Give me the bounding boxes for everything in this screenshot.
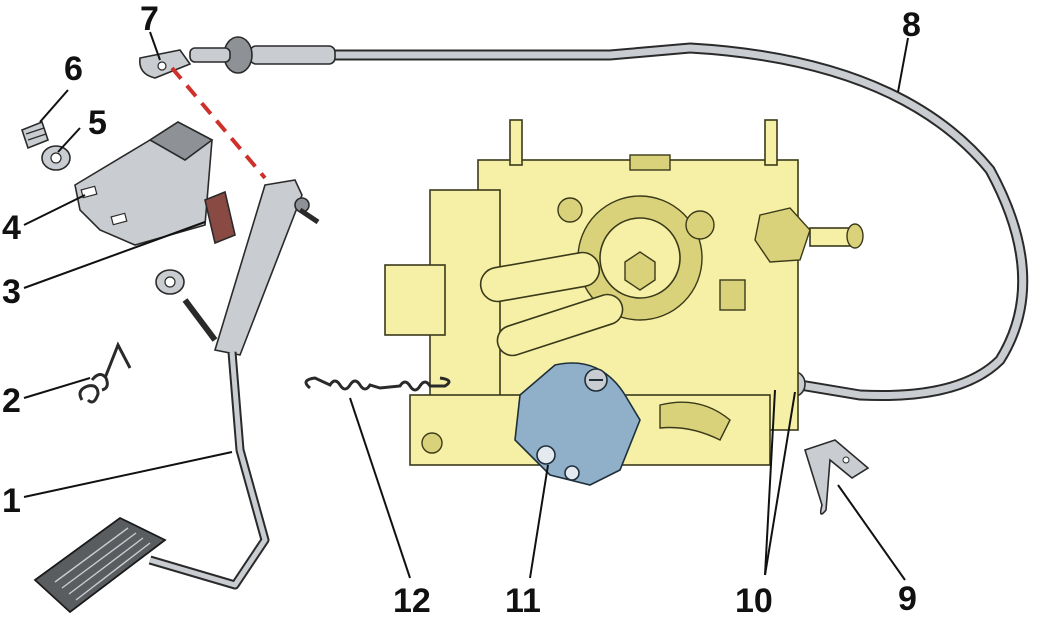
callout-12: 12 (393, 582, 431, 620)
callout-10: 10 (735, 582, 773, 620)
callout-7: 7 (140, 0, 159, 38)
carburetor (384, 119, 864, 466)
callout-4: 4 (2, 209, 21, 247)
pedal-bracket (74, 121, 214, 246)
callout-1: 1 (2, 482, 21, 520)
return-spring (304, 376, 451, 392)
callout-11: 11 (505, 582, 541, 620)
bushing-5 (41, 145, 71, 171)
accelerator-pedal (33, 179, 320, 614)
callout-8: 8 (902, 6, 921, 44)
leader-lines (23, 31, 909, 581)
dashed-link-line (170, 66, 267, 180)
throttle-sector (514, 362, 641, 486)
accelerator-cable (138, 36, 1029, 402)
callout-2: 2 (2, 382, 21, 420)
callout-9: 9 (898, 580, 917, 618)
clip-6 (21, 120, 49, 150)
callout-5: 5 (88, 104, 107, 142)
pedal-axle (155, 269, 218, 342)
callout-3: 3 (2, 273, 21, 311)
pedal-spring (78, 341, 132, 404)
rubber-pad-3 (204, 190, 236, 245)
cable-bracket (804, 439, 870, 515)
callout-6: 6 (64, 50, 83, 88)
